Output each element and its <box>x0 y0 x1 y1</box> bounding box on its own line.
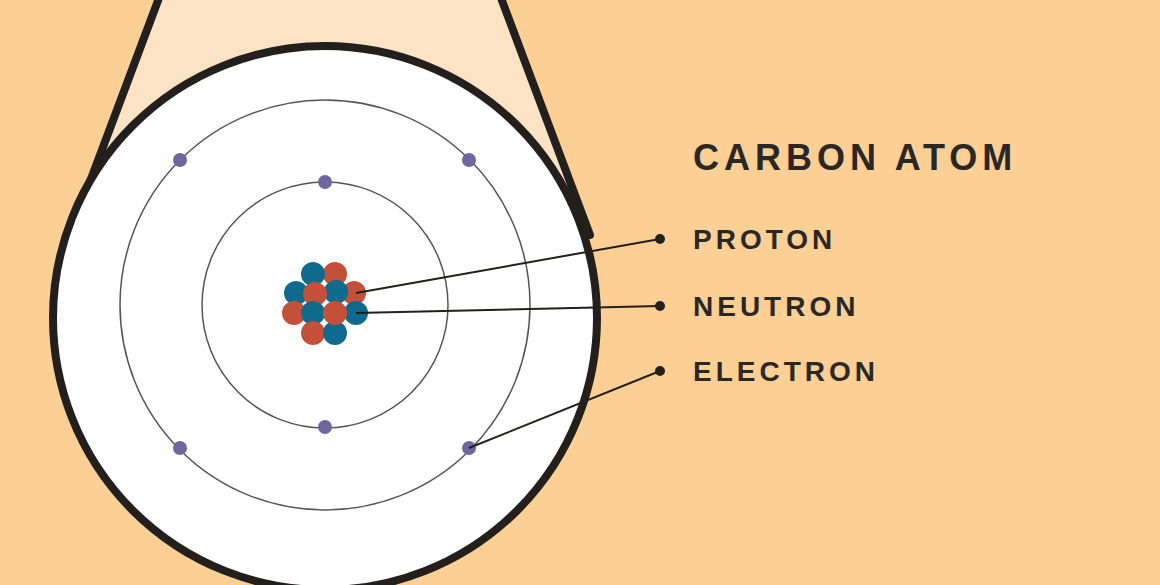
inner-orbit <box>202 182 448 428</box>
part-label: NEUTRON <box>693 293 859 321</box>
leader-lines <box>356 235 664 448</box>
part-label: PROTON <box>693 226 836 254</box>
title: CARBON ATOM <box>693 140 1017 176</box>
part-label: ELECTRON <box>693 358 879 386</box>
magnifier-lens <box>53 46 597 585</box>
nucleus <box>282 262 368 345</box>
electrons <box>173 153 476 455</box>
outer-orbit <box>120 100 530 510</box>
